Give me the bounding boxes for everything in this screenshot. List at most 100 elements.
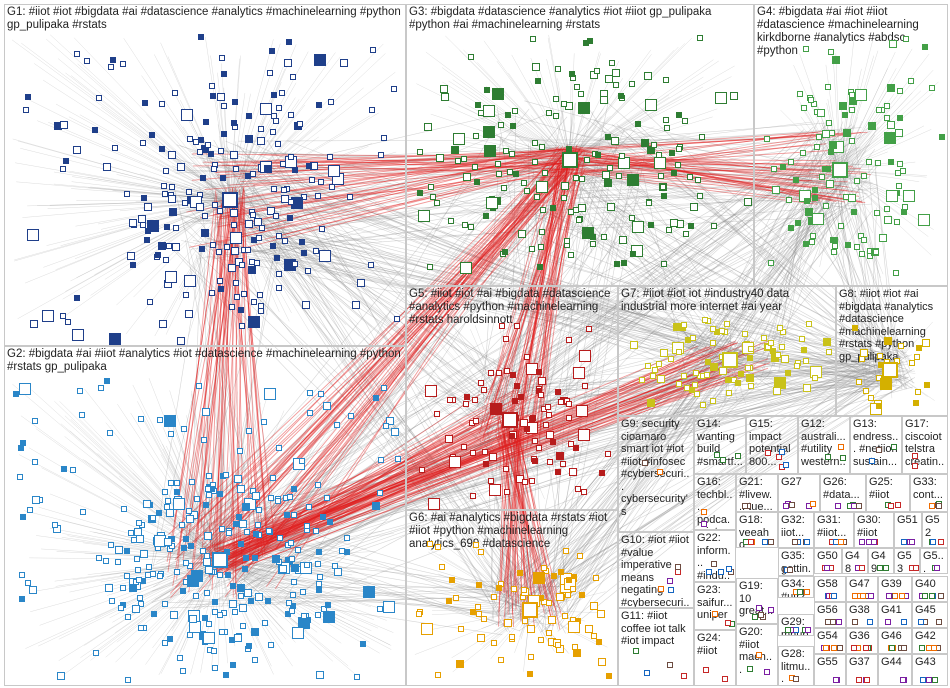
- node[interactable]: [566, 146, 572, 152]
- node[interactable]: [654, 157, 666, 169]
- node[interactable]: [884, 115, 890, 121]
- node[interactable]: [808, 97, 814, 103]
- node[interactable]: [876, 447, 882, 453]
- node[interactable]: [748, 346, 754, 352]
- node[interactable]: [168, 431, 174, 437]
- node[interactable]: [909, 360, 915, 366]
- node[interactable]: [187, 632, 193, 638]
- node[interactable]: [242, 503, 250, 511]
- node[interactable]: [852, 325, 858, 331]
- node[interactable]: [179, 522, 185, 528]
- node[interactable]: [169, 208, 177, 216]
- node[interactable]: [212, 599, 218, 605]
- node[interactable]: [578, 204, 586, 212]
- node[interactable]: [675, 162, 681, 168]
- node[interactable]: [216, 249, 222, 255]
- node[interactable]: [177, 337, 185, 345]
- node[interactable]: [231, 247, 239, 255]
- node[interactable]: [831, 645, 837, 651]
- node[interactable]: [556, 452, 564, 460]
- node[interactable]: [234, 475, 242, 483]
- node[interactable]: [475, 102, 481, 108]
- node[interactable]: [590, 602, 598, 610]
- node[interactable]: [291, 486, 297, 492]
- node[interactable]: [715, 92, 727, 104]
- node[interactable]: [848, 194, 856, 202]
- node[interactable]: [681, 322, 687, 328]
- node[interactable]: [257, 292, 263, 298]
- node[interactable]: [128, 530, 134, 536]
- node[interactable]: [585, 625, 593, 633]
- node[interactable]: [877, 353, 883, 359]
- node[interactable]: [482, 449, 488, 455]
- node[interactable]: [299, 458, 305, 464]
- node[interactable]: [710, 398, 716, 404]
- node[interactable]: [690, 335, 696, 341]
- node[interactable]: [591, 633, 597, 639]
- node[interactable]: [121, 506, 127, 512]
- node[interactable]: [536, 181, 548, 193]
- node[interactable]: [217, 491, 223, 497]
- node[interactable]: [158, 242, 166, 250]
- node[interactable]: [859, 539, 865, 545]
- node[interactable]: [569, 468, 577, 476]
- node[interactable]: [103, 163, 111, 171]
- node[interactable]: [239, 520, 247, 528]
- node[interactable]: [246, 428, 252, 434]
- node[interactable]: [112, 145, 118, 151]
- node[interactable]: [188, 543, 194, 549]
- node[interactable]: [657, 375, 665, 383]
- node[interactable]: [511, 586, 517, 592]
- node[interactable]: [509, 151, 515, 157]
- node[interactable]: [481, 387, 487, 393]
- node[interactable]: [328, 99, 334, 105]
- node[interactable]: [566, 577, 572, 583]
- node[interactable]: [810, 233, 816, 239]
- node[interactable]: [258, 126, 264, 132]
- node[interactable]: [244, 529, 250, 535]
- node[interactable]: [922, 339, 930, 347]
- node[interactable]: [849, 138, 855, 144]
- node[interactable]: [144, 237, 150, 243]
- node[interactable]: [901, 209, 907, 215]
- node[interactable]: [676, 112, 682, 118]
- node[interactable]: [509, 433, 515, 439]
- node[interactable]: [777, 325, 783, 331]
- node[interactable]: [599, 470, 605, 476]
- node[interactable]: [590, 234, 596, 240]
- node[interactable]: [866, 159, 872, 165]
- hub-node[interactable]: [522, 602, 538, 618]
- node[interactable]: [448, 218, 454, 224]
- node[interactable]: [129, 219, 137, 227]
- node[interactable]: [219, 526, 225, 532]
- node[interactable]: [856, 677, 862, 683]
- node[interactable]: [916, 345, 922, 351]
- node[interactable]: [206, 473, 212, 479]
- node[interactable]: [800, 150, 806, 156]
- node[interactable]: [217, 93, 225, 101]
- node[interactable]: [660, 184, 666, 190]
- node[interactable]: [527, 625, 535, 633]
- node[interactable]: [319, 250, 331, 262]
- node[interactable]: [539, 144, 545, 150]
- node[interactable]: [915, 389, 921, 395]
- node[interactable]: [575, 486, 581, 492]
- node[interactable]: [381, 385, 387, 391]
- node[interactable]: [74, 295, 80, 301]
- node[interactable]: [286, 39, 292, 45]
- node[interactable]: [489, 484, 501, 496]
- node[interactable]: [262, 620, 268, 626]
- node[interactable]: [885, 619, 891, 625]
- node[interactable]: [453, 133, 465, 145]
- node[interactable]: [540, 207, 546, 213]
- node[interactable]: [616, 173, 622, 179]
- node[interactable]: [705, 359, 711, 365]
- node[interactable]: [229, 600, 237, 608]
- node[interactable]: [897, 161, 903, 167]
- node[interactable]: [701, 509, 707, 515]
- node[interactable]: [735, 453, 741, 459]
- node[interactable]: [120, 61, 126, 67]
- node[interactable]: [212, 609, 218, 615]
- node[interactable]: [159, 101, 165, 107]
- node[interactable]: [316, 102, 322, 108]
